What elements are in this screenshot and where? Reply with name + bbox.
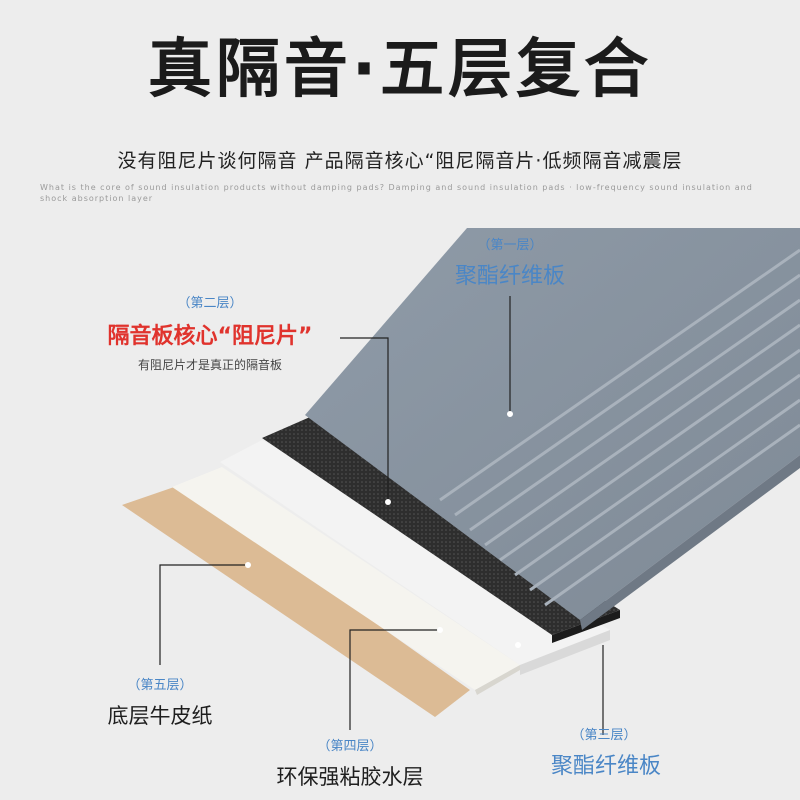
white-felt-layer [220,440,610,665]
layer1-name: 聚酯纤维板 [454,264,565,289]
page-title: 真隔音·五层复合 [147,33,653,107]
english-caption: What is the core of sound insulation pro… [40,183,753,203]
felt-grooves [439,248,800,607]
layer3-name: 聚酯纤维板 [550,754,661,779]
marker-dots [245,411,521,648]
layer5-tag: （第五层） [127,678,193,693]
subtitle: 没有阻尼片谈何隔音 产品隔音核心“阻尼隔音片·低频隔音减震层 [117,150,683,172]
glue-layer [172,467,520,690]
layer5-name: 底层牛皮纸 [107,704,213,728]
layer3-tag: （第三层） [571,728,637,743]
layer4-tag: （第四层） [317,739,383,754]
layer4-name: 环保强粘胶水层 [276,765,424,789]
layer2-note: 有阻尼片才是真正的隔音板 [137,358,282,372]
layer2-tag: （第二层） [177,296,243,311]
layer1-tag: （第一层） [477,238,543,253]
kraft-paper-layer [122,485,470,717]
felt-board-layer [305,228,800,620]
layer2-name: 隔音板核心“阻尼片” [107,324,313,349]
leader-lines [159,296,604,735]
